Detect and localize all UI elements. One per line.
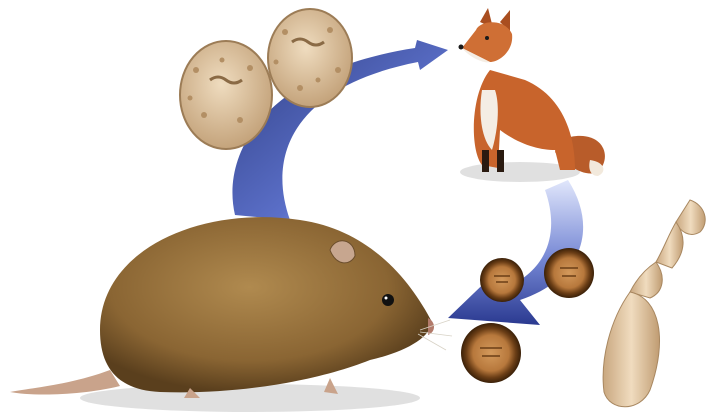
vole-icon	[10, 217, 452, 412]
tapeworm-icon	[603, 200, 705, 407]
fox-icon	[459, 8, 605, 182]
